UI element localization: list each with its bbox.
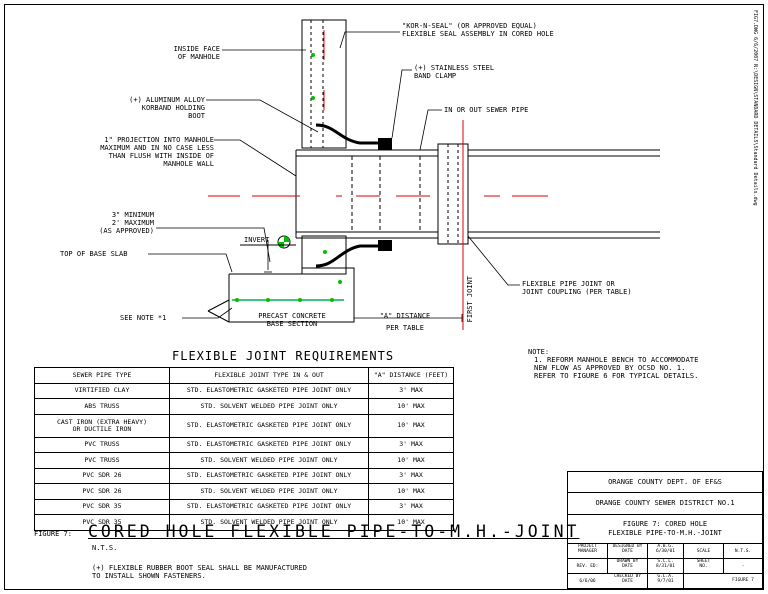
title-block-district: ORANGE COUNTY SEWER DISTRICT NO.1 — [568, 492, 762, 515]
per-table-label: PER TABLE — [386, 324, 424, 332]
table-cell: STD. ELASTOMETRIC GASKETED PIPE JOINT ON… — [169, 498, 369, 515]
base-slab — [207, 267, 355, 323]
table-cell: STD. SOLVENT WELDED PIPE JOINT ONLY — [169, 398, 369, 415]
column-header: FLEXIBLE JOINT TYPE IN & OUT — [169, 367, 369, 384]
band-clamp-label: (+) STAINLESS STEEL BAND CLAMP — [414, 64, 495, 80]
table-cell: PVC SDR 26 — [34, 483, 170, 500]
figure-prefix: FIGURE 7: — [34, 530, 72, 538]
table-cell: STD. SOLVENT WELDED PIPE JOINT ONLY — [169, 514, 369, 531]
checked-by-cell: CHECKED BY DATE — [608, 574, 648, 588]
table-cell: 10' MAX — [368, 413, 454, 438]
scale-value-cell: N.T.S. — [724, 544, 762, 559]
inside-face-label: INSIDE FACE OF MANHOLE — [173, 45, 220, 61]
band-clamp-bottom — [378, 240, 392, 251]
table-cell: PVC SDR 26 — [34, 467, 170, 484]
top-base-slab-label: TOP OF BASE SLAB — [60, 250, 128, 258]
band-clamp-top — [378, 138, 392, 150]
table-cell: STD. SOLVENT WELDED PIPE JOINT ONLY — [169, 483, 369, 500]
kor-n-seal-label: "KOR-N-SEAL" (OR APPROVED EQUAL) FLEXIBL… — [402, 22, 554, 38]
column-header: "A" DISTANCE (FEET) — [368, 367, 454, 384]
table-cell: 10' MAX — [368, 398, 454, 415]
note-heading: NOTE: — [528, 348, 550, 356]
title-block-fig-line1: FIGURE 7: CORED HOLE — [622, 520, 708, 528]
figure-no-cell: FIGURE 7 — [732, 578, 754, 583]
drafter-cell: S.C.L. 8/31/01 — [648, 559, 684, 574]
table-cell: 3' MAX — [368, 436, 454, 453]
drawn-by-cell: DRAWN BY DATE — [608, 559, 648, 574]
table-cell: STD. ELASTOMETRIC GASKETED PIPE JOINT ON… — [169, 467, 369, 484]
a-distance-label: "A" DISTANCE — [379, 312, 431, 320]
min-max-label: 3" MINIMUM 2' MAXIMUM (AS APPROVED) — [99, 211, 154, 235]
precast-label: PRECAST CONCRETE BASE SECTION — [258, 312, 326, 328]
column-header: SEWER PIPE TYPE — [34, 367, 170, 384]
invert-label: INVERT — [244, 236, 270, 244]
table-cell: STD. ELASTOMETRIC GASKETED PIPE JOINT ON… — [169, 436, 369, 453]
figure-title: CORED HOLE FLEXIBLE PIPE-TO-M.H.-JOINT — [88, 522, 580, 541]
rubber-boot — [315, 123, 392, 268]
note-text: 1. REFORM MANHOLE BENCH TO ACCOMMODATE N… — [534, 355, 699, 380]
table-cell: STD. SOLVENT WELDED PIPE JOINT ONLY — [169, 452, 369, 469]
file-path-sidebar: FIG7.DWG 6/6/2007 N:\DESIGN\STANDARD DET… — [752, 10, 758, 206]
projection-label: 1" PROJECTION INTO MANHOLE MAXIMUM AND I… — [100, 136, 214, 168]
project-manager-cell: PROJECT MANAGER — [568, 544, 608, 559]
table-cell: 3' MAX — [368, 382, 454, 399]
table-cell: STD. ELASTOMETRIC GASKETED PIPE JOINT ON… — [169, 382, 369, 399]
designer-cell: A.B.G. 6/30/01 — [648, 544, 684, 559]
table-cell: PVC TRUSS — [34, 436, 170, 453]
flex-pipe-joint-label: FLEXIBLE PIPE JOINT OR JOINT COUPLING (P… — [522, 280, 632, 296]
requirements-title: FLEXIBLE JOINT REQUIREMENTS — [172, 349, 395, 363]
title-block-fig-line2: FLEXIBLE PIPE-TO-M.H.-JOINT — [608, 529, 722, 537]
figure-footnote: (+) FLEXIBLE RUBBER BOOT SEAL SHALL BE M… — [92, 564, 307, 580]
table-cell: STD. ELASTOMETRIC GASKETED PIPE JOINT ON… — [169, 413, 369, 438]
designed-by-cell: DESIGNED BY DATE — [608, 544, 648, 559]
table-cell: 3' MAX — [368, 498, 454, 515]
table-cell: 10' MAX — [368, 514, 454, 531]
first-joint-label: FIRST JOINT — [466, 276, 474, 323]
scale-label-cell: SCALE — [684, 544, 724, 559]
table-cell: 10' MAX — [368, 483, 454, 500]
rebar-dots — [235, 53, 342, 302]
center-lines — [208, 30, 548, 330]
table-header-row: SEWER PIPE TYPE FLEXIBLE JOINT TYPE IN &… — [34, 367, 454, 384]
figure-scale: N.T.S. — [92, 544, 118, 552]
table-cell: CAST IRON (EXTRA HEAVY) OR DUCTILE IRON — [34, 413, 170, 438]
title-block: ORANGE COUNTY DEPT. OF EF&S ORANGE COUNT… — [567, 471, 763, 589]
revision-cell: REV. ED: 6/6/06 — [568, 559, 608, 584]
sewer-pipe-label: IN OR OUT SEWER PIPE — [444, 106, 529, 114]
korband-boot-label: (+) ALUMINUM ALLOY KORBAND HOLDING BOOT — [129, 96, 205, 120]
requirements-table: SEWER PIPE TYPE FLEXIBLE JOINT TYPE IN &… — [34, 367, 454, 531]
sewer-pipe — [295, 143, 660, 245]
table-cell: VIRTIFIED CLAY — [34, 382, 170, 399]
table-cell: 3' MAX — [368, 467, 454, 484]
sheet-no-cell: SHEET NO. — [684, 559, 724, 574]
title-block-figure: FIGURE 7: CORED HOLE FLEXIBLE PIPE-TO-M.… — [568, 514, 762, 544]
table-cell: 10' MAX — [368, 452, 454, 469]
table-cell: PVC TRUSS — [34, 452, 170, 469]
table-cell: PVC SDR 35 — [34, 498, 170, 515]
checker-cell: G.L.A. 9/7/01 — [648, 574, 684, 588]
table-cell: ABS TRUSS — [34, 398, 170, 415]
drawing-sheet — [4, 4, 764, 590]
leader-lines — [148, 31, 520, 322]
title-block-dept: ORANGE COUNTY DEPT. OF EF&S — [568, 472, 762, 493]
sheet-value-cell: - — [724, 559, 762, 574]
see-note-label: SEE NOTE *1 — [120, 314, 167, 322]
